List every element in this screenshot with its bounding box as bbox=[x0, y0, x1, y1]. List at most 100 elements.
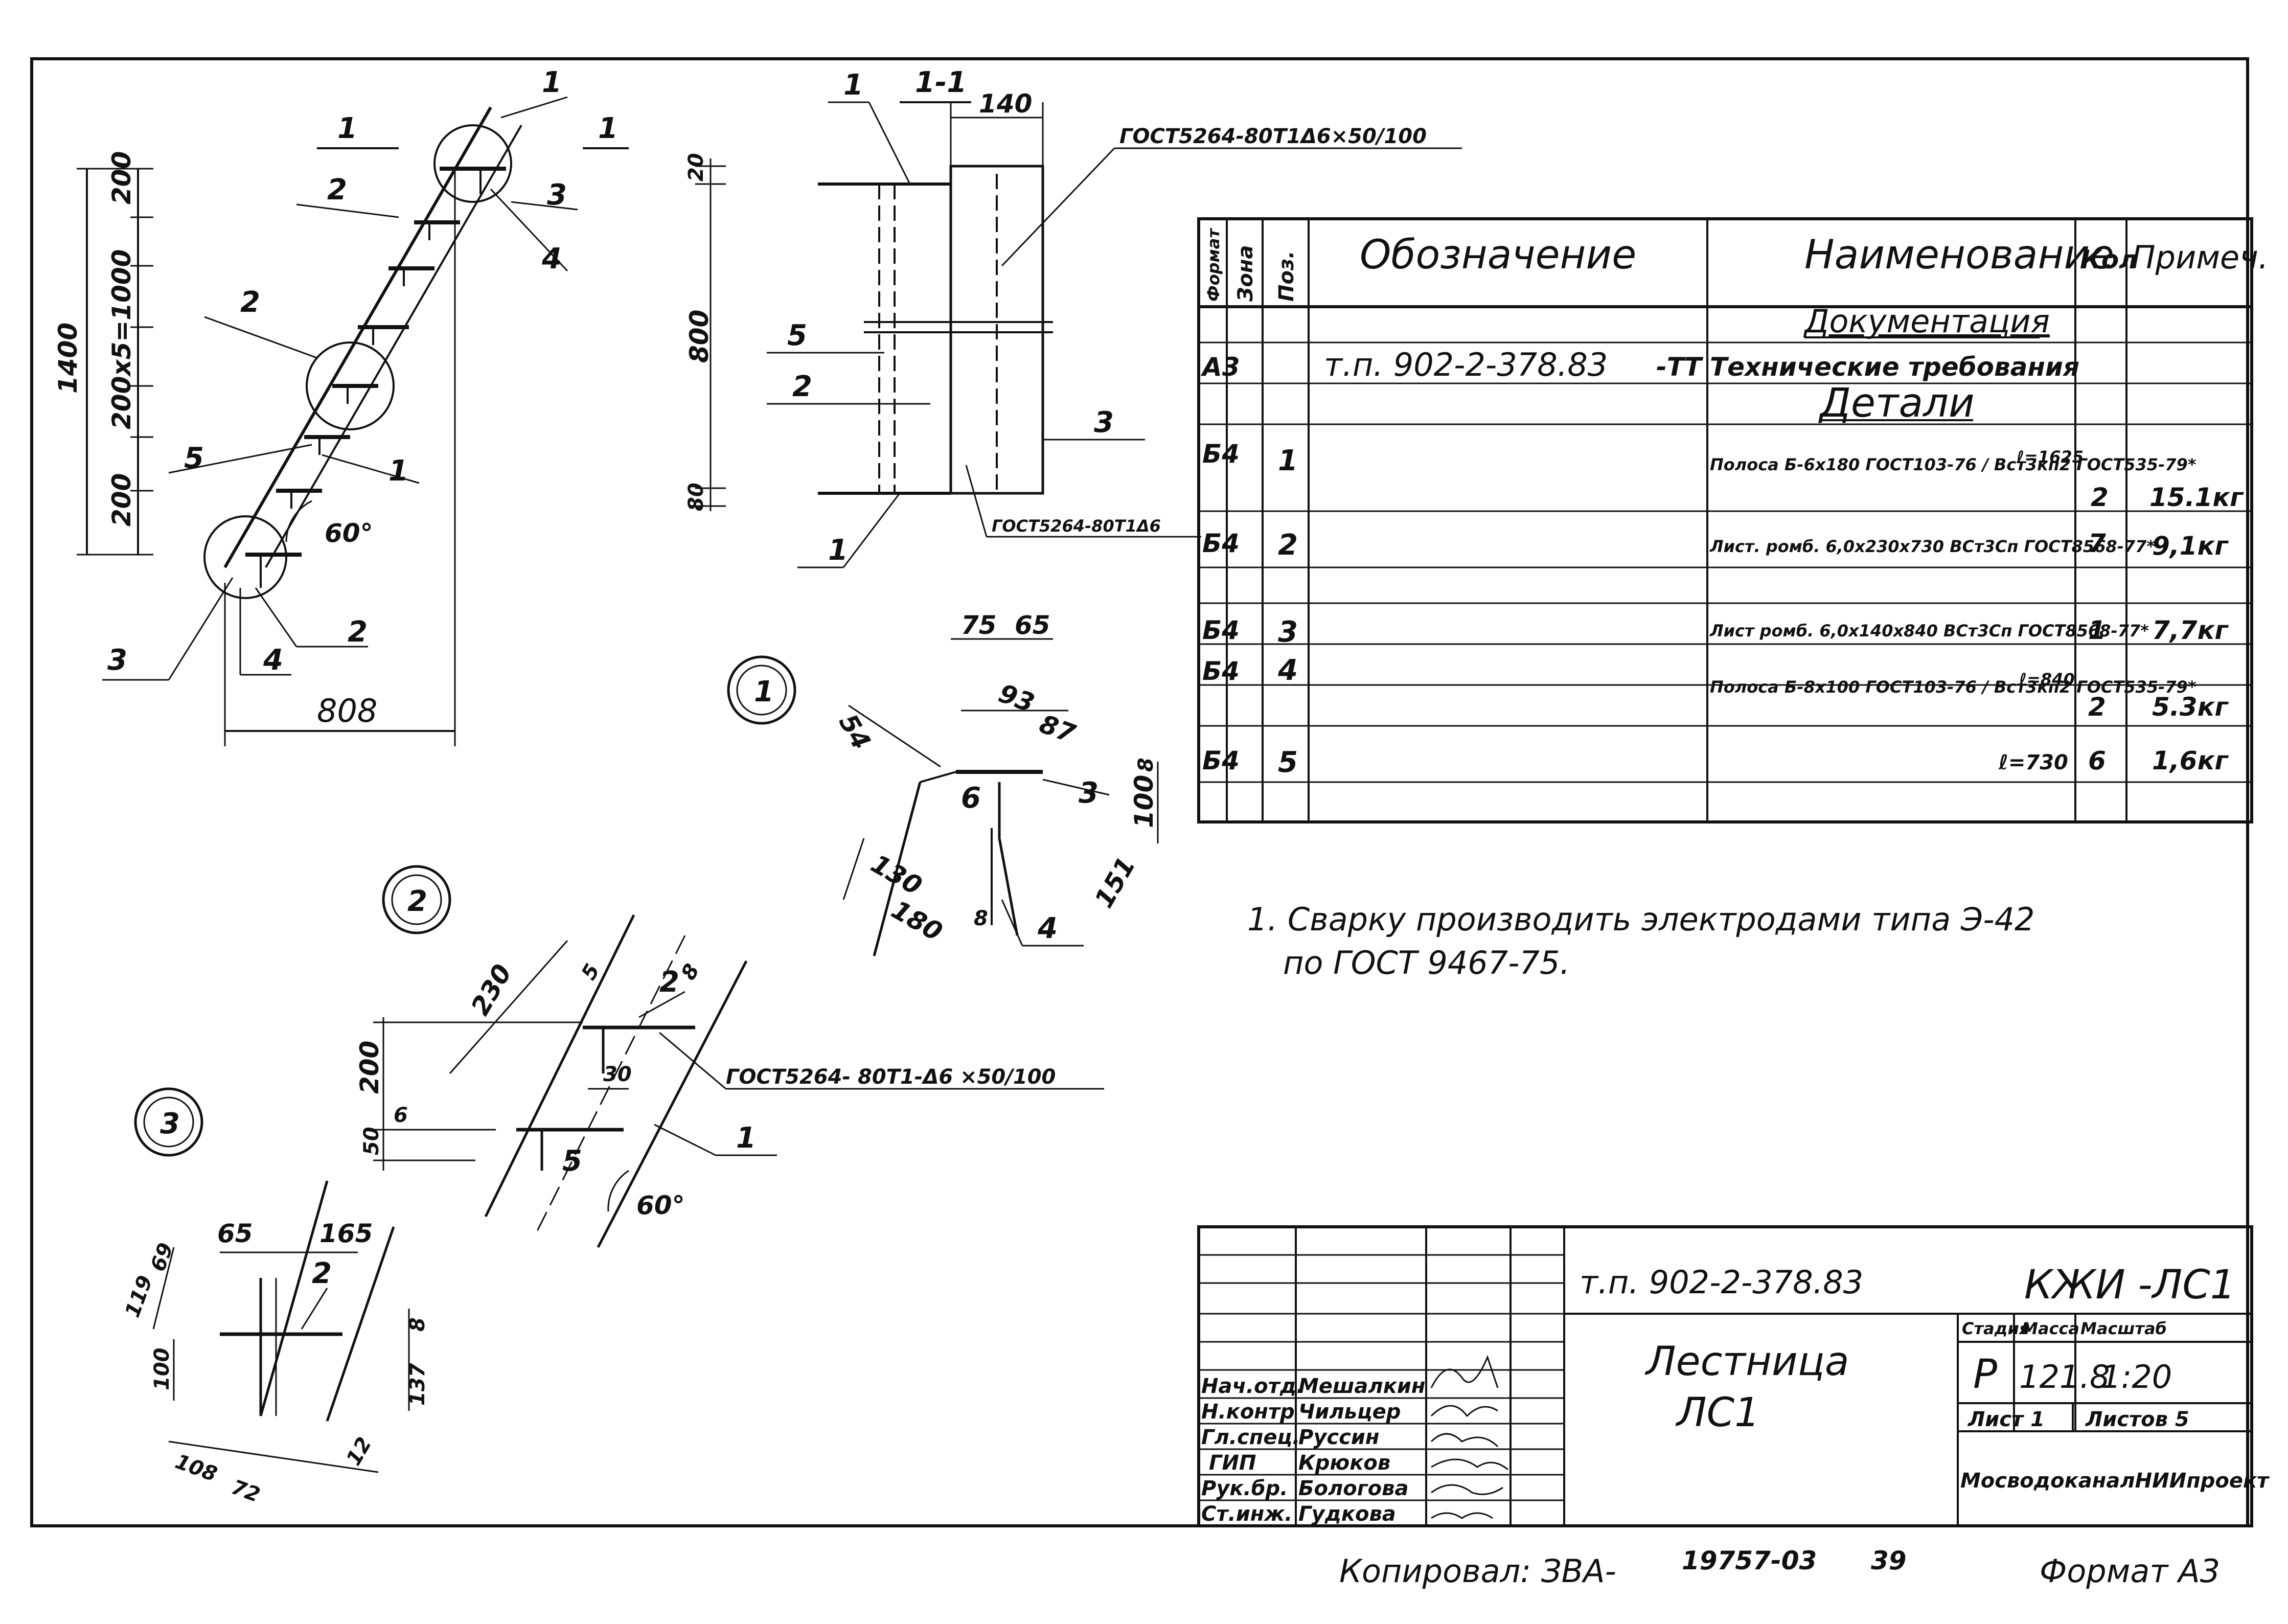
callout-1-mid: 1 bbox=[388, 454, 408, 488]
row-4-extra: ℓ=840 bbox=[2019, 670, 2075, 689]
detail-1-dim-130: 130 bbox=[866, 849, 927, 901]
callout-4-bottom: 4 bbox=[263, 644, 283, 677]
section-dim-top: 20 bbox=[684, 153, 708, 181]
signatures bbox=[1430, 1355, 1508, 1519]
tb-name-0: Мешалкин bbox=[1298, 1375, 1426, 1398]
detail-2-weld-label: ГОСТ5264- 80Т1-Δ6 ×50/100 bbox=[726, 1065, 1056, 1089]
header-qty: Кол bbox=[2080, 245, 2138, 275]
tb-name-1: Чильцер bbox=[1298, 1400, 1401, 1424]
tb-role-4: Рук.бр. bbox=[1201, 1477, 1288, 1500]
tb-subtitle: ЛС1 bbox=[1675, 1390, 1760, 1436]
tb-title: Лестница bbox=[1644, 1339, 1849, 1385]
detail-1-dim-54: 54 bbox=[833, 709, 877, 754]
detail-2-mark: 2 bbox=[407, 885, 427, 918]
tb-role-3: ГИП bbox=[1209, 1451, 1256, 1475]
header-designation: Обозначение bbox=[1360, 232, 1636, 278]
tb-role-2: Гл.спец. bbox=[1201, 1426, 1300, 1449]
row-5-qty: 6 bbox=[2088, 746, 2106, 775]
row-5-note: 1,6кг bbox=[2152, 746, 2229, 775]
footer: Копировал: ЗВА- 19757-03 39 Формат А3 bbox=[1339, 1546, 2220, 1590]
section-callout-1-bottom: 1 bbox=[828, 534, 848, 567]
row-details-name: Детали bbox=[1818, 380, 1975, 426]
row-5-format: Б4 bbox=[1202, 746, 1240, 775]
detail-1-dim-8b: 8 bbox=[1134, 758, 1158, 772]
header-zone: Зона bbox=[1234, 245, 1257, 302]
dim-height-total: 1400 bbox=[53, 323, 83, 394]
detail-3-dim-69: 69 bbox=[146, 1240, 178, 1274]
header-format: Формат bbox=[1204, 227, 1223, 302]
callout-1-top: 1 bbox=[542, 66, 562, 99]
dim-top: 200 bbox=[107, 151, 136, 204]
row-2-qty: 7 bbox=[2088, 529, 2106, 558]
tb-role-0: Нач.отд. bbox=[1201, 1375, 1304, 1398]
row-3-format: Б4 bbox=[1202, 615, 1240, 645]
tb-scale-label: Масштаб bbox=[2080, 1319, 2167, 1338]
row-1-name: Полоса Б-6х180 ГОСТ103-76 / Вст3кп2 ГОСТ… bbox=[1710, 455, 2197, 474]
callout-2-a: 2 bbox=[327, 173, 347, 207]
row-4-pos: 4 bbox=[1277, 654, 1298, 687]
note-line-2: по ГОСТ 9467-75. bbox=[1283, 944, 1570, 981]
row-tt-suffix: -ТТ bbox=[1656, 352, 1704, 382]
detail-3-callout-2: 2 bbox=[312, 1257, 332, 1290]
detail-3-dim-108: 108 bbox=[172, 1450, 220, 1486]
detail-2-callout-1: 1 bbox=[736, 1122, 756, 1155]
row-2-format: Б4 bbox=[1202, 529, 1240, 558]
tb-name-5: Гудкова bbox=[1298, 1502, 1396, 1526]
spec-table: Формат Зона Поз. Обозначение Наименовани… bbox=[1197, 217, 2269, 824]
section-callout-5: 5 bbox=[787, 319, 807, 352]
detail-1-callout-4: 4 bbox=[1037, 912, 1058, 945]
detail-2-dim-8: 8 bbox=[677, 960, 704, 984]
row-1-format: Б4 bbox=[1202, 439, 1240, 469]
header-pos: Поз. bbox=[1275, 251, 1298, 302]
section-dim-bottom: 80 bbox=[684, 483, 708, 511]
row-3-name: Лист ромб. 6,0х140х840 ВСт3Сп ГОСТ8568-7… bbox=[1709, 621, 2149, 641]
detail-1-dim-180: 180 bbox=[886, 895, 947, 947]
callout-5: 5 bbox=[184, 442, 204, 475]
detail-3-dim-8: 8 bbox=[406, 1317, 429, 1332]
section-callout-2: 2 bbox=[792, 370, 812, 403]
row-4-format: Б4 bbox=[1202, 656, 1240, 686]
dim-bottom: 200 bbox=[107, 473, 136, 527]
tb-stage-label: Стадия bbox=[1962, 1319, 2029, 1338]
row-3-pos: 3 bbox=[1278, 615, 1298, 649]
row-1-qty: 2 bbox=[2091, 483, 2109, 512]
section-title: 1-1 bbox=[915, 66, 967, 99]
weld-bottom-label: ГОСТ5264-80Т1Δ6 bbox=[992, 516, 1161, 536]
row-1-note: 15.1кг bbox=[2149, 483, 2244, 512]
tb-name-3: Крюков bbox=[1298, 1451, 1390, 1475]
tb-mass-label: Масса bbox=[2022, 1319, 2079, 1338]
detail-2: 2 200 50 6 230 5 8 30 60° ГОСТ5264- 80Т1… bbox=[355, 865, 1104, 1248]
row-3-qty: 1 bbox=[2088, 615, 2106, 645]
tb-role-1: Н.контр bbox=[1201, 1400, 1295, 1424]
detail-1-dim-75: 75 bbox=[961, 610, 997, 640]
row-5-extra: ℓ=730 bbox=[1998, 751, 2068, 774]
row-3-note: 7,7кг bbox=[2152, 615, 2229, 645]
footer-format: Формат А3 bbox=[2040, 1552, 2220, 1590]
detail-1-dim-65: 65 bbox=[1015, 610, 1050, 640]
section-dim-width: 140 bbox=[979, 89, 1032, 119]
main-ladder-view: 1400 200 200x5=1000 200 808 60° 1 1 1 3 … bbox=[53, 66, 629, 746]
detail-3-dim-165: 165 bbox=[319, 1219, 373, 1248]
row-4-note: 5.3кг bbox=[2152, 692, 2229, 722]
detail-3-dim-12: 12 bbox=[342, 1433, 377, 1470]
row-1-extra: ℓ=1625 bbox=[2016, 447, 2084, 467]
detail-3-mark: 3 bbox=[160, 1107, 180, 1140]
row-2-name: Лист. ромб. 6,0х230х730 ВСт3Сп ГОСТ8568-… bbox=[1709, 537, 2155, 556]
callout-3-top: 3 bbox=[547, 178, 567, 212]
row-5-pos: 5 bbox=[1278, 746, 1298, 779]
detail-2-dim-30: 30 bbox=[603, 1063, 632, 1086]
detail-2-dim-200: 200 bbox=[355, 1041, 384, 1094]
row-2-pos: 2 bbox=[1278, 529, 1298, 562]
detail-1-dim-151: 151 bbox=[1089, 852, 1141, 913]
callout-3-bottom: 3 bbox=[107, 644, 127, 677]
detail-3-dim-65: 65 bbox=[217, 1219, 253, 1248]
detail-2-dim-6: 6 bbox=[394, 1104, 408, 1127]
tb-code: КЖИ -ЛС1 bbox=[2024, 1262, 2235, 1308]
detail-1: 1 75 65 54 93 87 130 180 100 151 8 8 6 3… bbox=[727, 610, 1159, 956]
footer-order: 19757-03 bbox=[1682, 1546, 1817, 1575]
detail-3-dim-72: 72 bbox=[228, 1475, 263, 1507]
dim-middle: 200x5=1000 bbox=[107, 249, 136, 429]
detail-1-callout-3: 3 bbox=[1079, 776, 1099, 810]
detail-1-mark: 1 bbox=[754, 675, 774, 708]
